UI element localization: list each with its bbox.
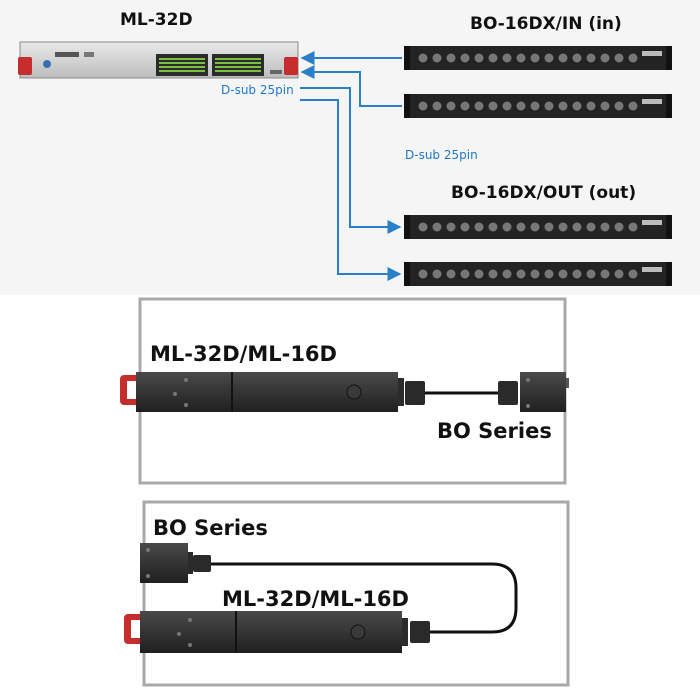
panel2-bo-label: BO Series: [153, 516, 268, 540]
bo-unit-side-panel1: [520, 372, 569, 412]
ml-32d-title: ML-32D: [120, 10, 193, 30]
bo-16dx-out-unit-1: [404, 215, 672, 239]
bo-16dx-out-unit-2: [404, 262, 672, 286]
arrow-out-2: [300, 99, 402, 281]
panel1-bo-label: BO Series: [437, 419, 552, 443]
ml-32d-rack-unit: [18, 41, 299, 79]
panel-2-border: [142, 500, 570, 687]
dsub-cable-panel2: [193, 555, 518, 643]
bo-16dx-in-unit-2: [404, 94, 672, 118]
arrow-in-2: [300, 65, 402, 107]
ml-unit-side-panel1: [120, 372, 404, 412]
panel2-ml-label: ML-32D/ML-16D: [222, 587, 409, 611]
ml-unit-side-panel2: [124, 611, 408, 653]
arrow-out-1: [300, 87, 402, 234]
dsub-label-left: D-sub 25pin: [221, 83, 294, 97]
bo-16dx-in-unit-1: [404, 46, 672, 70]
bo-16dx-in-title: BO-16DX/IN (in): [470, 14, 622, 34]
panel1-ml-label: ML-32D/ML-16D: [150, 342, 337, 366]
dsub-cable-panel1: [405, 381, 518, 405]
bo-unit-side-panel2: [140, 543, 193, 583]
connection-arrows: [300, 51, 402, 281]
dsub-label-middle: D-sub 25pin: [405, 148, 478, 162]
bo-16dx-out-title: BO-16DX/OUT (out): [451, 183, 637, 203]
